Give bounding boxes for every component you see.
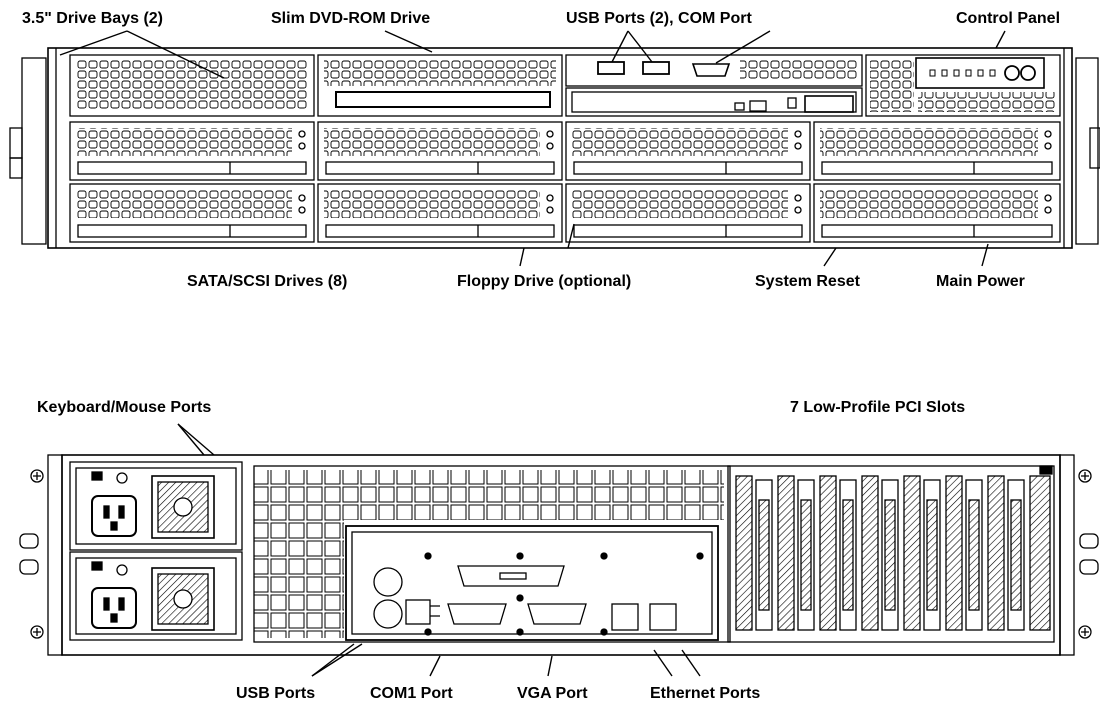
drive-bay-1 [69,54,315,117]
drive-4 [813,121,1061,181]
io-shield [345,525,719,641]
power-inlet-1 [91,495,137,537]
label-drive-bays: 3.5" Drive Bays (2) [22,10,163,27]
sata-drive-bays [69,121,1061,243]
label-floppy: Floppy Drive (optional) [457,273,632,290]
front-chassis [47,47,1073,249]
rack-screw [30,469,44,483]
label-sata-drives: SATA/SCSI Drives (8) [187,273,348,290]
front-com-port [691,63,731,77]
label-usb-com: USB Ports (2), COM Port [566,10,752,27]
drive-8 [813,183,1061,243]
ethernet-port-2 [649,603,677,631]
psu-fan-2 [151,567,215,631]
power-supply-1 [69,461,243,551]
label-dvd-drive: Slim DVD-ROM Drive [271,10,431,27]
front-view [9,30,1100,267]
pci-slots [727,465,1055,643]
rear-right-rack-ear [1059,454,1075,656]
control-panel-bay [865,54,1061,117]
front-right-rack-ear [1075,57,1099,245]
rear-view [19,423,1099,677]
ps2-keyboard-port [373,599,403,629]
label-pci-slots: 7 Low-Profile PCI Slots [790,399,966,416]
rack-screw [1078,625,1092,639]
drive-6 [317,183,563,243]
label-system-reset: System Reset [755,273,860,290]
label-vga: VGA Port [517,685,588,702]
power-inlet-2 [91,587,137,629]
dvd-rom-bay [317,54,563,117]
floppy-bay [565,87,863,117]
pci-slot-2 [777,475,815,631]
com1-port [447,603,507,625]
label-ethernet: Ethernet Ports [650,685,761,702]
label-com1: COM1 Port [370,685,453,702]
drive-7 [565,183,811,243]
ethernet-port-1 [611,603,639,631]
pci-slot-1 [735,475,773,631]
pci-slot-5 [903,475,941,631]
label-main-power: Main Power [936,273,1025,290]
rear-chassis [61,454,1061,656]
usb-com-bay [565,54,863,87]
front-usb-port-1 [597,61,625,75]
rear-left-rack-ear [47,454,63,656]
dvd-tray [335,91,551,108]
pci-slot-7 [987,475,1025,631]
control-panel [915,57,1045,89]
label-kb-mouse: Keyboard/Mouse Ports [37,399,212,416]
drive-1 [69,121,315,181]
rear-vent-grid [254,470,724,520]
pci-slot-6 [945,475,983,631]
rack-screw [30,625,44,639]
pci-slot-3 [819,475,857,631]
front-leader-lines [59,30,1006,267]
ps2-mouse-port [373,567,403,597]
drive-2 [317,121,563,181]
rear-usb-ports [405,599,431,625]
psu-fan-1 [151,475,215,539]
label-control-panel: Control Panel [956,10,1061,27]
front-left-rack-ear [21,57,47,245]
front-usb-port-2 [642,61,670,75]
parallel-port [457,565,565,587]
rear-leader-lines [177,423,701,677]
vga-port [527,603,587,625]
drive-5 [69,183,315,243]
rack-screw [1078,469,1092,483]
pci-slot-4 [861,475,899,631]
label-usb-ports: USB Ports [236,685,316,702]
power-supply-2 [69,551,243,641]
drive-3 [565,121,811,181]
